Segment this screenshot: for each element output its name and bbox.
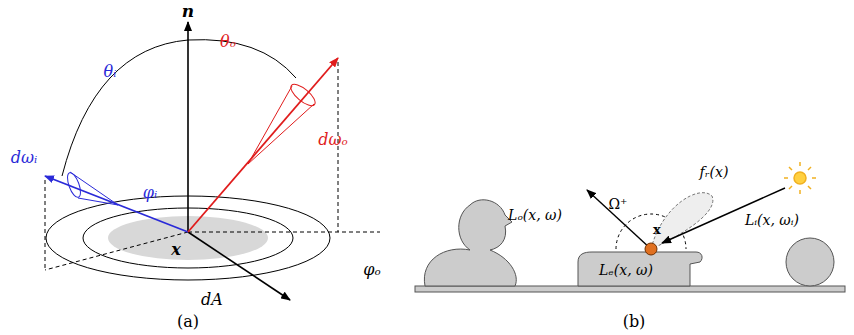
math-label: φᵢ [143, 185, 157, 201]
math-label: Lₑ(x, ω) [599, 263, 653, 277]
brdf-lobe [651, 193, 713, 249]
dashed-guide [45, 180, 46, 270]
math-label: φₒ [363, 262, 380, 278]
math-label: dωᵢ [11, 150, 38, 166]
brdf-geometry [45, 22, 380, 300]
math-label: dA [201, 292, 223, 308]
normal-axis [187, 22, 189, 232]
math-label: θᵢ [104, 64, 117, 80]
tangent-axis [188, 232, 290, 300]
sphere [786, 238, 834, 286]
dashed-guide [45, 232, 188, 270]
math-label: (b) [623, 314, 646, 330]
math-label: Lₒ(x, ω) [508, 208, 562, 222]
theta-arc [62, 40, 188, 176]
ground [415, 286, 845, 292]
math-label: x [653, 223, 661, 236]
theta-arc [188, 40, 296, 78]
scene [415, 162, 845, 292]
math-label: θₒ [220, 34, 236, 50]
object [578, 252, 702, 286]
math-label: n [182, 3, 194, 20]
math-label: dωₒ [318, 132, 347, 148]
math-label: fᵣ(x) [700, 165, 729, 179]
outgoing-ray [188, 58, 338, 232]
solid-angle-cone [288, 81, 319, 109]
math-label: x [171, 242, 181, 258]
solid-angle-cone [248, 86, 314, 164]
surface-point [645, 243, 657, 255]
math-label: (a) [177, 314, 199, 330]
math-label: Ω⁺ [609, 197, 628, 211]
outgoing-arrow [587, 190, 651, 249]
solid-angle-cone [65, 171, 83, 199]
dashed-guide [188, 232, 380, 233]
solid-angle-cone [70, 172, 118, 205]
sun [784, 162, 816, 194]
bust-figure [424, 200, 516, 286]
math-label: Lᵢ(x, ωᵢ) [745, 213, 799, 227]
